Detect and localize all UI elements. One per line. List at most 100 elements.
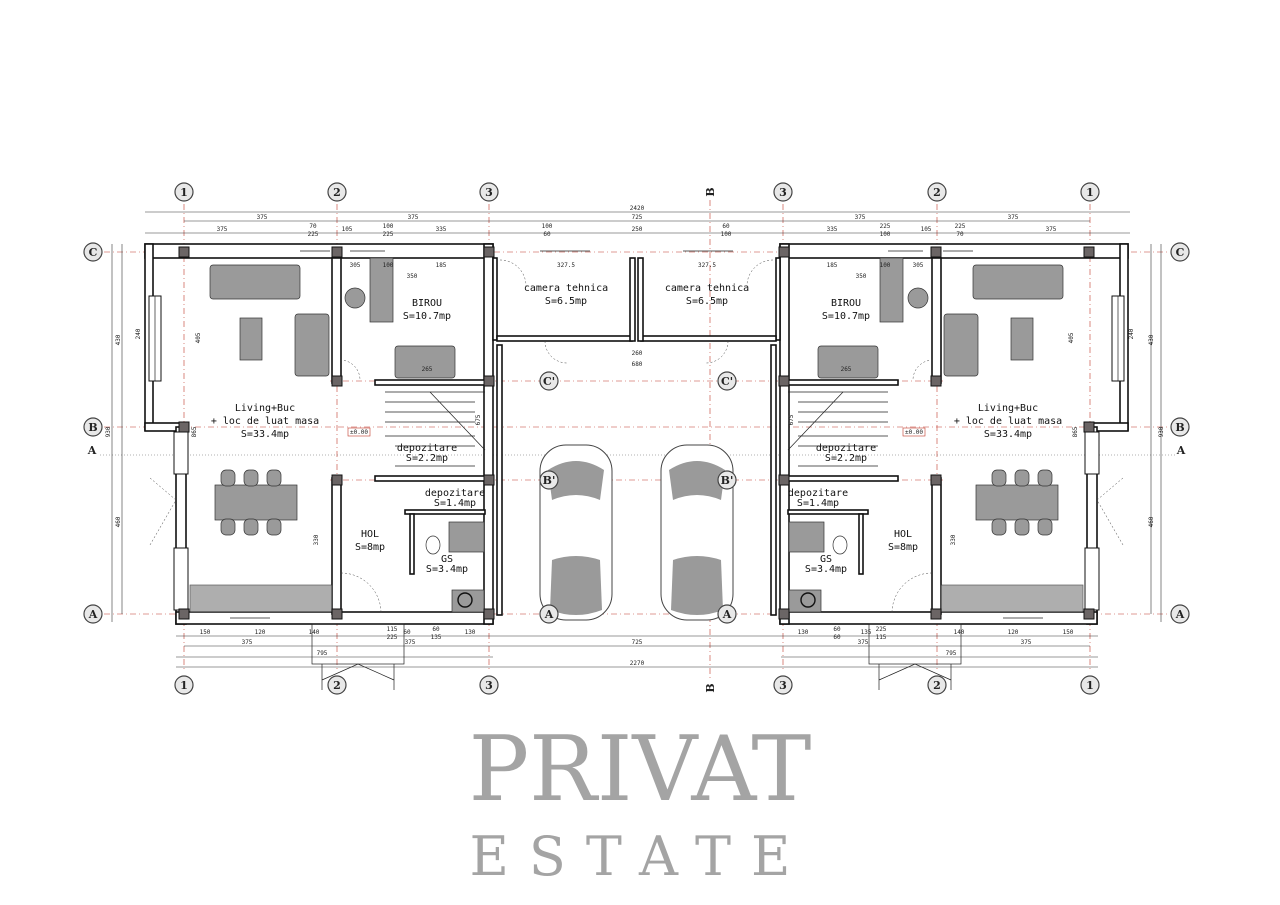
axis-top-5-label: 1 [1086, 186, 1094, 199]
axis-bottom-4-label: 2 [933, 679, 941, 692]
dim-top-left-1: 70 [309, 223, 317, 230]
room-name-right-0: BIROU [831, 298, 861, 309]
dim-top-axis-4: 375 [1008, 214, 1019, 221]
dim-vertical-right-5: 865 [1072, 426, 1079, 437]
room-area-right-6: S=3.4mp [805, 564, 847, 575]
axis-bottom-5 [1080, 675, 1100, 695]
dim-inner-right-4: 327.5 [698, 262, 716, 269]
room-name2-left-2: + loc de luat masa [211, 416, 319, 427]
dim-bottom-right-8: 130 [798, 629, 809, 636]
dim-vertical-right-0: 930 [1158, 426, 1165, 437]
dim-vertical-right-7: 675 [788, 414, 795, 425]
section-mark-left: A [87, 444, 97, 457]
room-name-left-1: camera tehnica [524, 283, 608, 294]
dim-bottom-right-7: 60 [833, 634, 841, 641]
section-mark-bottom: B [704, 683, 717, 692]
level-mark-left: ±0.00 [350, 429, 368, 436]
structural-columns [778, 246, 1095, 620]
axis-bottom-4 [927, 675, 947, 695]
axis-row-right-2-label: A [1175, 608, 1185, 621]
dim-bottom-right-6: 60 [833, 626, 841, 633]
axis-row-left-0-label: C [89, 246, 98, 259]
dim-vertical-left-2: 460 [115, 516, 122, 527]
dim-top-right-4: 225 [880, 223, 891, 230]
axis-bottom-3-label: 3 [779, 679, 787, 692]
axis-row-center-1 [717, 604, 737, 624]
watermark-line1: PRIVAT [469, 717, 812, 822]
axis-row-center-0-label: A [544, 608, 554, 621]
dim-bottom-right-2: 140 [954, 629, 965, 636]
room-area-left-4: S=1.4mp [434, 498, 476, 509]
subaxis-right-0 [717, 371, 737, 391]
room-area-right-2: S=33.4mp [984, 429, 1032, 440]
axis-row-left-1-label: B [88, 421, 97, 434]
door-swings [149, 259, 568, 614]
dim-top-left-3: 105 [342, 226, 353, 233]
dim-bottom-axis-4: 375 [1021, 639, 1032, 646]
dim-inner-right-5: 265 [841, 366, 852, 373]
dim-vertical-right-2: 460 [1148, 516, 1155, 527]
room-name-right-1: camera tehnica [665, 283, 749, 294]
dim-inner-left-0: 305 [350, 262, 361, 269]
dim-inner-right-2: 185 [827, 262, 838, 269]
axis-top-3-label: 3 [779, 186, 787, 199]
dim-overall-bottom: 2270 [630, 660, 645, 667]
room-area-right-1: S=6.5mp [686, 296, 728, 307]
room-name-left-3: depozitare [397, 443, 457, 454]
dim-bottom-right-3: 225 [876, 626, 887, 633]
dim-porch-left: 795 [317, 650, 328, 657]
dim-bottom-right-5: 135 [861, 629, 872, 636]
dim-top-axis-2: 725 [632, 214, 643, 221]
dim-vertical-left-3: 240 [135, 328, 142, 339]
axis-bottom-1-label: 2 [333, 679, 341, 692]
car-icon [539, 444, 613, 621]
watermark-line2: ESTATE [470, 825, 811, 888]
dim-vertical-right-1: 430 [1148, 334, 1155, 345]
dim-inner-left-5: 265 [422, 366, 433, 373]
dim-bottom-axis-3: 375 [858, 639, 869, 646]
room-area-left-3: S=2.2mp [406, 453, 448, 464]
axis-top-1 [327, 182, 347, 202]
dim-inner-right-1: 100 [880, 262, 891, 269]
subaxis-left-1-label: B' [543, 474, 556, 487]
dim-top-right-3: 105 [921, 226, 932, 233]
dim-bottom-axis-0: 375 [242, 639, 253, 646]
room-name-left-6: GS [441, 554, 453, 565]
axis-row-right-0-label: C [1176, 246, 1185, 259]
dim-inner-right-3: 350 [856, 273, 867, 280]
room-name-right-2: Living+Buc [978, 403, 1038, 414]
room-name-right-3: depozitare [816, 443, 876, 454]
dim-vertical-left-0: 930 [105, 426, 112, 437]
dim-inner-left-7: 680 [632, 361, 643, 368]
windows [148, 250, 590, 619]
dim-bottom-left-4: 225 [387, 634, 398, 641]
axis-bottom-1 [327, 675, 347, 695]
axis-bottom-2-label: 3 [485, 679, 493, 692]
axis-row-left-1 [83, 417, 103, 437]
dim-top-left-5: 225 [383, 231, 394, 238]
dim-vertical-left-4: 405 [195, 332, 202, 343]
room-area-left-0: S=10.7mp [403, 311, 451, 322]
dim-top-left-7: 100 [542, 223, 553, 230]
subaxis-left-1 [539, 470, 559, 490]
subaxis-right-1 [717, 470, 737, 490]
dim-bottom-left-7: 135 [431, 634, 442, 641]
staircase [787, 391, 888, 467]
axis-top-0 [174, 182, 194, 202]
axis-row-right-1-label: B [1175, 421, 1184, 434]
dim-top-center: 250 [632, 226, 643, 233]
level-mark-right: ±0.00 [905, 429, 923, 436]
axis-top-4 [927, 182, 947, 202]
dim-porch-right: 795 [946, 650, 957, 657]
axis-row-center-0 [539, 604, 559, 624]
house-left [144, 243, 636, 690]
axis-top-5 [1080, 182, 1100, 202]
axis-top-4-label: 2 [933, 186, 941, 199]
room-name-left-4: depozitare [425, 488, 485, 499]
axis-bottom-3 [773, 675, 793, 695]
subaxis-right-1-label: B' [721, 474, 734, 487]
dim-top-right-2: 70 [956, 231, 964, 238]
dim-inner-left-1: 100 [383, 262, 394, 269]
axis-row-left-2-label: A [88, 608, 98, 621]
dim-top-right-1: 225 [955, 223, 966, 230]
